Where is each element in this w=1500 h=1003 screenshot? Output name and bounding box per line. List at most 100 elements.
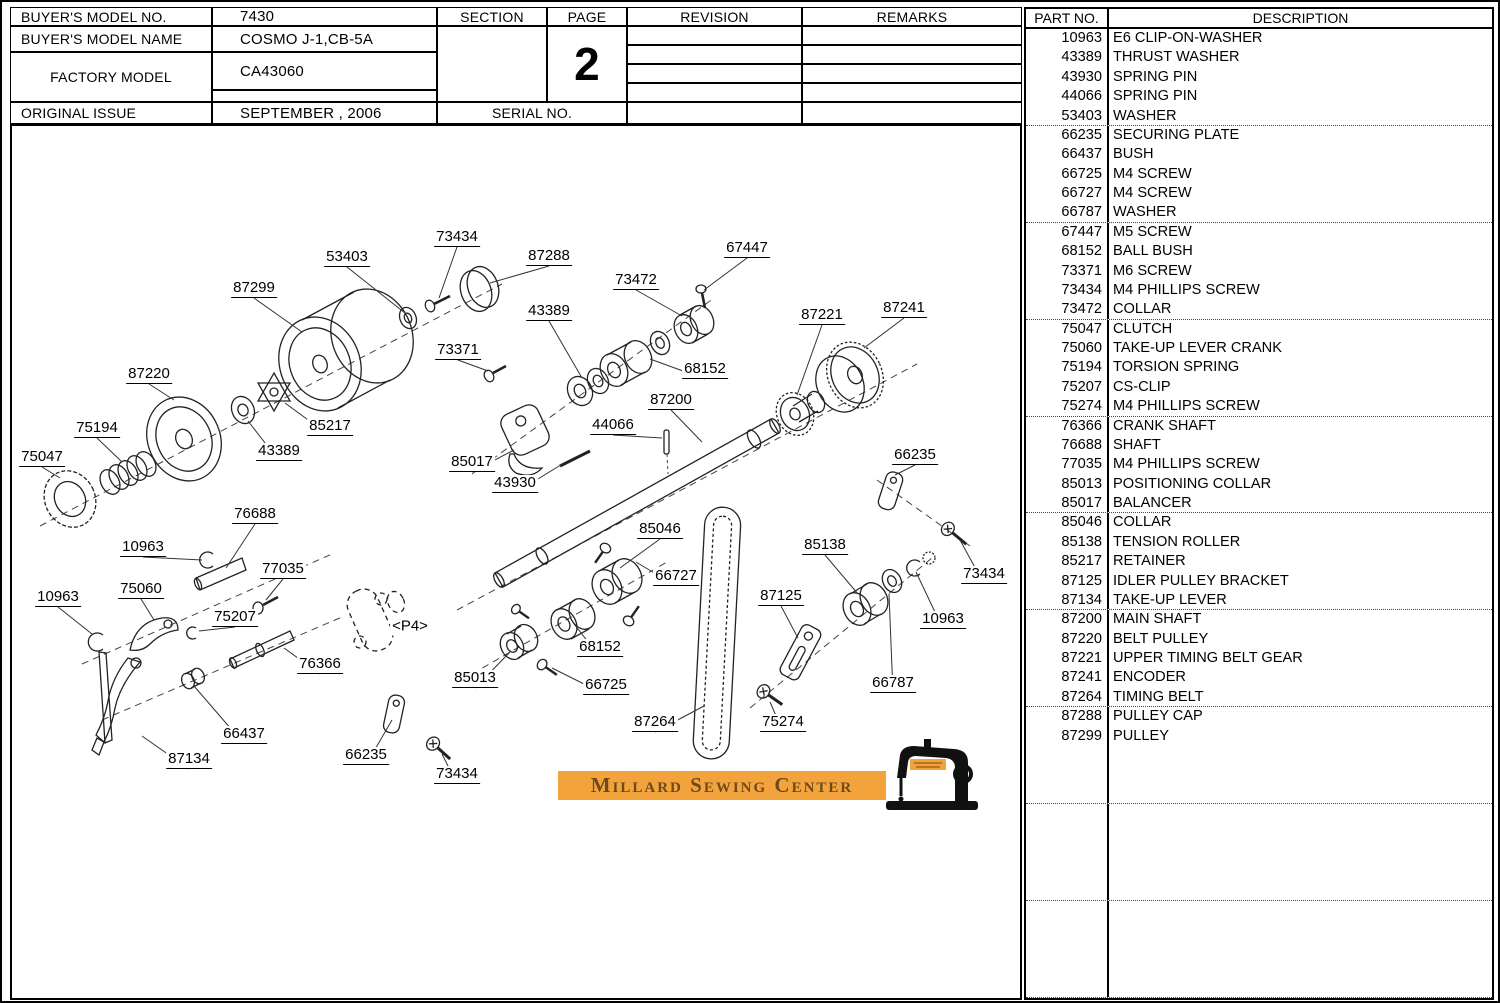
diagram-part-label: 87241 [881,299,927,318]
diagram-part-label: 87221 [799,306,845,325]
part-no: 68152 [1026,242,1109,262]
part-no: 87125 [1026,571,1109,591]
diagram-part-label: 75194 [74,419,120,438]
buyers-model-no-label: BUYER'S MODEL NO. [10,7,212,26]
diagram-part-label: 10963 [35,588,81,607]
part-description: COLLAR [1113,301,1172,318]
diagram-part-label: 76366 [297,655,343,674]
part-description [1109,785,1492,803]
diagram-part-label: 66235 [892,446,938,465]
part-description [1109,901,1492,920]
part-description: M4 SCREW [1113,185,1192,201]
part-description: SHAFT [1113,436,1161,453]
part-no: 85217 [1026,552,1109,572]
part-no: 75194 [1026,358,1109,378]
part-description [1109,746,1492,765]
logo-banner: Millard Sewing Center [558,771,886,800]
part-no [1026,804,1109,824]
buyers-model-name-value: COSMO J-1,CB-5A [212,26,437,52]
diagram-part-label: 66727 [653,567,699,586]
remarks-row [802,45,1022,64]
part-no [1026,920,1109,940]
part-no: 87134 [1026,590,1109,610]
revision-row [627,45,802,64]
diagram-part-label: 43930 [492,474,538,493]
part-description: M4 PHILLIPS SCREW [1113,398,1260,415]
factory-model-value: CA43060 [212,52,437,90]
part-no: 66725 [1026,164,1109,184]
part-description: M4 PHILLIPS SCREW [1113,281,1260,298]
diagram-part-label: <P4> [390,617,430,636]
diagram-part-label: 73472 [613,271,659,290]
part-no: 75207 [1026,377,1109,398]
part-description: SECURING PLATE [1113,126,1240,143]
parts-table-header: PART NO. DESCRIPTION [1026,9,1492,29]
revision-label: REVISION [627,7,802,26]
part-description [1109,920,1492,939]
diagram-part-label: 85013 [452,669,498,688]
part-no: 76688 [1026,435,1109,456]
part-no: 77035 [1026,455,1109,475]
part-no: 87241 [1026,668,1109,688]
part-no [1026,823,1109,843]
part-no: 53403 [1026,106,1109,125]
col-header-description: DESCRIPTION [1252,10,1349,26]
section-label: SECTION [437,7,547,26]
part-no: 43389 [1026,48,1109,68]
parts-row [1026,978,1492,998]
diagram-part-label: 85217 [307,417,353,436]
part-description: BUSH [1113,146,1154,163]
part-description: SPRING PIN [1113,68,1198,85]
diagram-part-label: 66235 [343,746,389,765]
part-description: SPRING PIN [1113,88,1198,105]
part-no [1026,862,1109,882]
diagram-box [10,124,1022,1000]
part-description: THRUST WASHER [1113,49,1240,66]
diagram-part-label: 87134 [166,750,212,769]
parts-row [1026,900,1492,921]
part-description: TAKE-UP LEVER CRANK [1113,340,1282,356]
diagram-part-label: 10963 [120,538,166,557]
part-description: CS-CLIP [1113,378,1171,395]
diagram-part-label: 85017 [449,453,495,472]
diagram-part-label: 77035 [260,560,306,579]
part-no [1026,939,1109,959]
part-description: BALL BUSH [1113,243,1193,260]
part-description: ENCODER [1113,669,1186,686]
part-no: 87221 [1026,649,1109,669]
part-description: MAIN SHAFT [1113,611,1202,628]
factory-model-label: FACTORY MODEL [10,52,212,102]
diagram-part-label: 73434 [961,565,1007,584]
part-description: E6 CLIP-ON-WASHER [1113,30,1263,46]
part-description: CRANK SHAFT [1113,417,1216,434]
diagram-part-label: 68152 [577,638,623,657]
buyers-model-name-label: BUYER'S MODEL NAME [10,26,212,52]
diagram-part-label: 73434 [434,765,480,784]
part-no: 87264 [1026,687,1109,707]
part-description: POSITIONING COLLAR [1113,475,1272,492]
part-description: M4 SCREW [1113,165,1192,182]
